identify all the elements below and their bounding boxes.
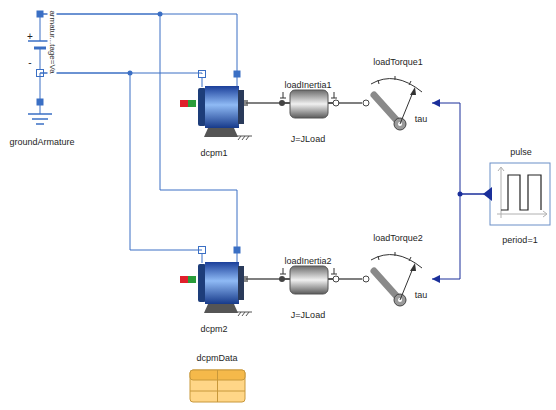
parameter-label: tau [414,114,429,125]
component-name: loadInertia1 [283,80,332,91]
torque-symbol [395,76,396,80]
dc-motor-symbol [246,136,249,140]
dc-motor-symbol [236,136,252,137]
pulse-source-symbol [497,214,546,215]
parameter-label: J=JLoad [290,310,326,321]
component-name: dcpm2 [199,324,228,335]
dc-motor-symbol [180,71,252,141]
torque-symbol [409,81,411,85]
ground-symbol [36,123,44,125]
record-table-symbol [190,370,245,402]
torque-symbol [400,92,413,124]
dc-motor-symbol [205,86,239,128]
parameter-label: J=JLoad [290,134,326,145]
inertia-symbol [290,90,328,118]
inertia-symbol [334,92,335,98]
dc-motor-symbol [180,100,188,107]
dc-motor: dcpm1 [180,74,246,140]
inertia-symbol [279,100,285,106]
torque-symbol [410,87,416,95]
pulse-source-symbol [490,163,550,225]
component-name: dcpm1 [199,148,228,159]
dc-motor-symbol [242,136,245,140]
pulse-source-symbol [483,163,550,225]
pulse-source-symbol [543,211,547,217]
dc-motor-symbol [202,77,203,87]
voltage-source-symbol [40,14,41,41]
dc-motor-symbol [238,136,241,140]
electric-wire [40,73,41,102]
torque-symbol [363,76,422,130]
ground-symbol [28,113,52,115]
junction-dots [128,12,463,197]
component-name: dcpmData [195,353,238,364]
ground-node: groundArmature [28,102,52,126]
inertia-symbol [283,92,284,98]
record-table: dcpmData [190,370,245,402]
component-name: loadInertia2 [283,256,332,267]
pulse-source-symbol [498,167,504,171]
torque-symbol [378,80,379,84]
voltage-source: armatur...tage=Va [30,14,50,73]
dc-motor-symbol [198,88,206,126]
dc-motor-symbol [238,90,244,124]
dc-motor-symbol [204,128,238,137]
component-name: armatur...tage=Va [48,9,57,74]
drive-train-symbols [180,71,422,141]
polarity-sign: - [28,57,31,68]
electric-wire [40,14,237,250]
parameter-label: tau [414,290,429,301]
inertia-symbol [279,90,339,118]
record-table-symbol [190,370,245,402]
shaft-connector [338,102,362,104]
signal-connector [432,194,490,279]
torque-symbol [363,100,369,106]
parameter-label: period=1 [501,235,538,246]
ground-symbol [32,118,48,120]
polarity-sign: + [27,31,33,42]
component-name: loadTorque2 [372,233,424,244]
component-name: groundArmature [8,137,75,148]
torque-block: loadTorque2tau [362,246,432,311]
inertia-symbol [280,98,286,99]
component-name: loadTorque1 [372,57,424,68]
dc-motor-symbol [188,100,196,107]
dc-motor: dcpm2 [180,250,246,316]
inertia-symbol [331,98,337,99]
electric-wire [40,73,202,250]
inertia-block: loadInertia1J=JLoad [279,90,338,124]
signal-connector [432,103,490,194]
voltage-source-symbol [34,47,46,50]
drive-train-symbols [180,247,422,317]
ground-symbol [28,99,52,125]
pulse-source-symbol [501,175,541,210]
electric-wire [40,14,237,74]
pulse-source: pulseperiod=1 [490,163,550,225]
shaft-connector [246,278,279,280]
torque-block: loadTorque1tau [362,70,432,135]
dc-motor-symbol [237,77,238,87]
shaft-connector [338,278,362,280]
component-name: pulse [509,147,533,158]
inertia-block: loadInertia2J=JLoad [279,266,338,300]
record-table-symbol [217,370,218,402]
shaft-connector [246,102,279,104]
